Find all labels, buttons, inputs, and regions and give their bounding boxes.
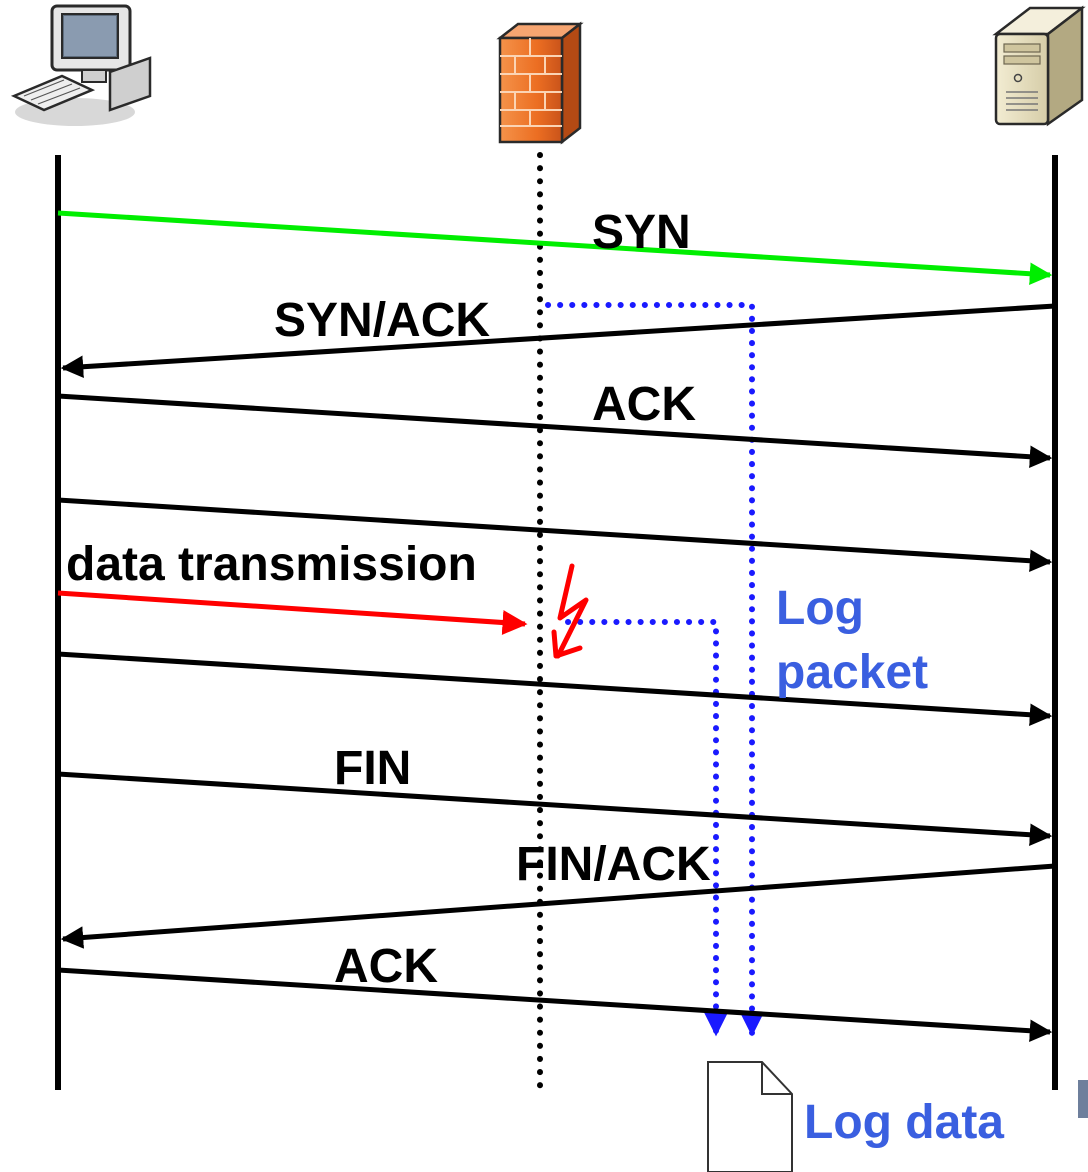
log-document-icon xyxy=(707,1061,793,1172)
fin-ack-arrow xyxy=(60,863,1056,949)
firewall-icon xyxy=(496,21,584,145)
log-data-label: Log data xyxy=(804,1096,1004,1149)
fin-ack-label: FIN/ACK xyxy=(516,838,711,891)
log-packet-label-line1: Log xyxy=(776,582,864,635)
server-icon xyxy=(992,5,1086,127)
client-computer-icon xyxy=(10,4,152,126)
ack-final-label: ACK xyxy=(334,940,438,993)
blocked-log-path xyxy=(565,619,728,1037)
fin-arrow xyxy=(57,771,1053,846)
edge-fragment xyxy=(1078,1080,1088,1118)
log-packet-path xyxy=(545,302,764,1037)
blocked-data-arrow xyxy=(57,590,528,635)
syn-ack-arrow xyxy=(60,303,1056,378)
data-transmission-label: data transmission xyxy=(66,538,477,591)
ack-final-arrow xyxy=(57,967,1053,1042)
syn-label: SYN xyxy=(592,206,691,259)
ack-arrow xyxy=(57,393,1053,468)
drop-mark-icon xyxy=(551,563,589,659)
fin-label: FIN xyxy=(334,742,411,795)
syn-ack-label: SYN/ACK xyxy=(274,294,490,347)
ack-label: ACK xyxy=(592,378,696,431)
log-packet-label-line2: packet xyxy=(776,646,928,699)
syn-arrow xyxy=(57,210,1053,285)
data-arrow-2 xyxy=(57,651,1053,726)
data-arrow-1 xyxy=(57,497,1053,572)
